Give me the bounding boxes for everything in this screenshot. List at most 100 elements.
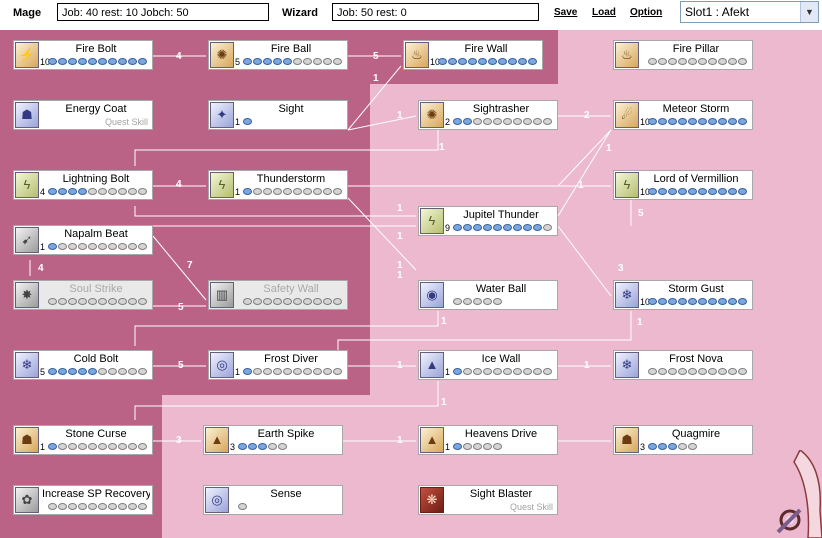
level-dot[interactable]	[708, 298, 717, 305]
level-dot[interactable]	[453, 443, 462, 450]
level-dot[interactable]	[303, 298, 312, 305]
level-dot[interactable]	[513, 118, 522, 125]
level-dot[interactable]	[483, 443, 492, 450]
option-link[interactable]: Option	[630, 7, 663, 18]
level-dots[interactable]	[243, 118, 253, 125]
level-dot[interactable]	[253, 58, 262, 65]
level-dot[interactable]	[708, 118, 717, 125]
level-dot[interactable]	[678, 188, 687, 195]
level-dot[interactable]	[78, 503, 87, 510]
level-dots[interactable]	[648, 443, 698, 450]
skill-soul-strike[interactable]: ✸Soul Strike	[13, 280, 153, 310]
level-dots[interactable]	[648, 368, 748, 375]
level-dots[interactable]	[453, 443, 503, 450]
level-dot[interactable]	[728, 118, 737, 125]
level-dot[interactable]	[243, 368, 252, 375]
level-dot[interactable]	[88, 503, 97, 510]
level-dot[interactable]	[128, 443, 137, 450]
level-dot[interactable]	[718, 118, 727, 125]
level-dot[interactable]	[738, 298, 747, 305]
level-dot[interactable]	[313, 188, 322, 195]
level-dot[interactable]	[58, 443, 67, 450]
level-dot[interactable]	[668, 298, 677, 305]
level-dot[interactable]	[58, 503, 67, 510]
level-dot[interactable]	[88, 243, 97, 250]
level-dot[interactable]	[323, 188, 332, 195]
level-dot[interactable]	[58, 243, 67, 250]
level-dot[interactable]	[68, 58, 77, 65]
level-dot[interactable]	[463, 443, 472, 450]
level-dot[interactable]	[293, 368, 302, 375]
level-dot[interactable]	[523, 118, 532, 125]
level-dot[interactable]	[138, 368, 147, 375]
level-dots[interactable]	[453, 298, 503, 305]
level-dot[interactable]	[463, 298, 472, 305]
level-dot[interactable]	[313, 298, 322, 305]
level-dot[interactable]	[738, 58, 747, 65]
level-dot[interactable]	[483, 118, 492, 125]
level-dot[interactable]	[98, 298, 107, 305]
level-dot[interactable]	[543, 118, 552, 125]
level-dot[interactable]	[493, 298, 502, 305]
skill-increase-sp-recovery[interactable]: ✿Increase SP Recovery	[13, 485, 153, 515]
level-dot[interactable]	[513, 224, 522, 231]
chevron-down-icon[interactable]: ▼	[800, 2, 818, 22]
level-dot[interactable]	[718, 58, 727, 65]
level-dot[interactable]	[58, 58, 67, 65]
level-dot[interactable]	[708, 58, 717, 65]
level-dot[interactable]	[268, 443, 277, 450]
level-dot[interactable]	[668, 368, 677, 375]
level-dot[interactable]	[728, 188, 737, 195]
level-dot[interactable]	[108, 503, 117, 510]
level-dot[interactable]	[473, 298, 482, 305]
level-dot[interactable]	[98, 443, 107, 450]
level-dot[interactable]	[128, 58, 137, 65]
level-dot[interactable]	[68, 188, 77, 195]
load-link[interactable]: Load	[592, 7, 616, 18]
level-dot[interactable]	[463, 118, 472, 125]
level-dot[interactable]	[248, 443, 257, 450]
level-dot[interactable]	[323, 298, 332, 305]
level-dot[interactable]	[283, 188, 292, 195]
level-dot[interactable]	[263, 368, 272, 375]
level-dot[interactable]	[78, 243, 87, 250]
level-dot[interactable]	[263, 298, 272, 305]
level-dot[interactable]	[323, 368, 332, 375]
level-dot[interactable]	[118, 243, 127, 250]
level-dot[interactable]	[98, 188, 107, 195]
level-dot[interactable]	[128, 243, 137, 250]
level-dot[interactable]	[48, 243, 57, 250]
level-dots[interactable]	[648, 118, 748, 125]
level-dot[interactable]	[648, 58, 657, 65]
level-dot[interactable]	[698, 188, 707, 195]
level-dot[interactable]	[668, 58, 677, 65]
level-dot[interactable]	[698, 368, 707, 375]
level-dot[interactable]	[678, 443, 687, 450]
level-dot[interactable]	[238, 503, 247, 510]
level-dot[interactable]	[708, 368, 717, 375]
level-dot[interactable]	[688, 298, 697, 305]
level-dot[interactable]	[263, 58, 272, 65]
level-dots[interactable]	[243, 368, 343, 375]
level-dot[interactable]	[88, 298, 97, 305]
level-dot[interactable]	[333, 188, 342, 195]
level-dot[interactable]	[293, 298, 302, 305]
level-dot[interactable]	[333, 298, 342, 305]
level-dot[interactable]	[98, 368, 107, 375]
level-dot[interactable]	[658, 298, 667, 305]
level-dot[interactable]	[138, 58, 147, 65]
level-dot[interactable]	[78, 443, 87, 450]
level-dots[interactable]	[648, 188, 748, 195]
level-dot[interactable]	[678, 118, 687, 125]
level-dot[interactable]	[78, 298, 87, 305]
level-dot[interactable]	[478, 58, 487, 65]
level-dot[interactable]	[58, 188, 67, 195]
